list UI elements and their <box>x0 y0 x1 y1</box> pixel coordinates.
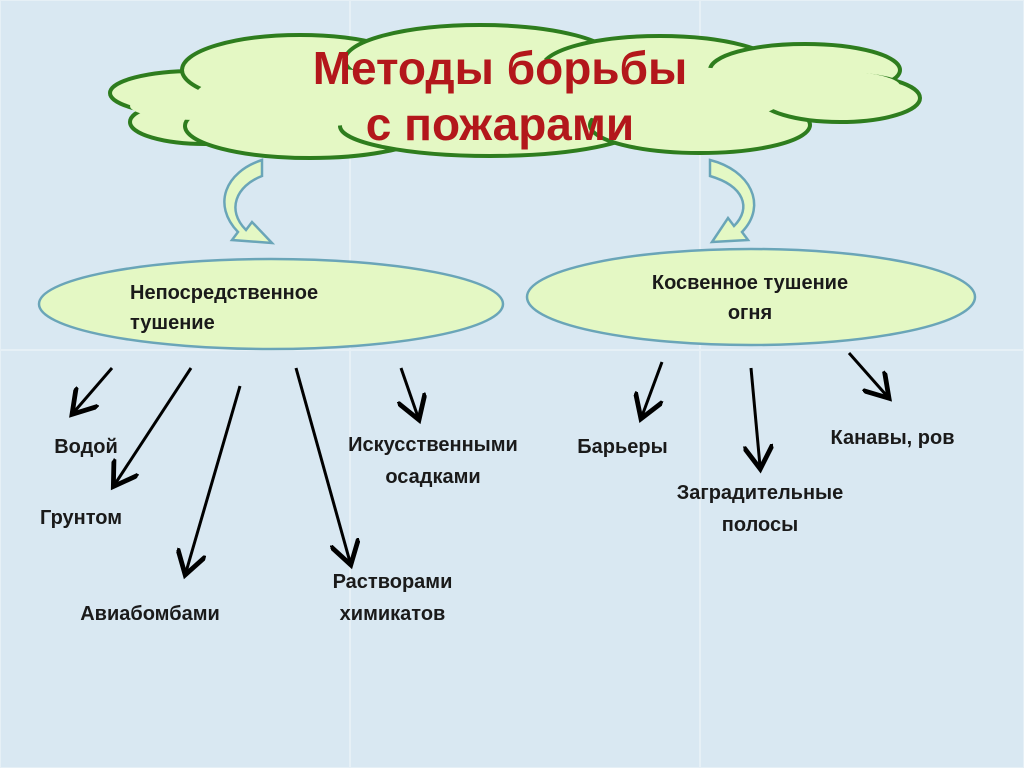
arrow-to-chemicals <box>294 367 350 562</box>
method-chemicals: Растворами химикатов <box>332 571 453 625</box>
arrow-to-soil <box>115 367 193 484</box>
title-cloud <box>108 23 922 160</box>
arrow-to-water <box>74 367 114 412</box>
indirect-oval <box>525 247 977 347</box>
method-water: Водой <box>54 436 118 458</box>
method-ditches: Канавы, ров <box>830 427 955 449</box>
arrow-to-barriers <box>642 361 664 416</box>
direct-oval <box>37 257 505 351</box>
background-tile <box>0 0 350 350</box>
direct-branch-label: Непосредственное тушение <box>130 282 319 334</box>
indirect-branch-label: Косвенное тушение огня <box>651 272 849 324</box>
arrow-to-precipitation <box>401 367 418 417</box>
method-precipitation: Искусственными осадками <box>348 434 518 488</box>
method-bombs: Авиабомбами <box>80 603 220 625</box>
background-tile <box>350 0 700 350</box>
arrow-to-bombs <box>186 385 242 572</box>
method-strips: Заградительные полосы <box>676 482 844 536</box>
method-soil: Грунтом <box>40 507 123 529</box>
connector-arrow-left <box>223 158 276 245</box>
arrow-to-strips <box>751 367 760 466</box>
arrow-to-ditches <box>847 352 887 396</box>
method-barriers: Барьеры <box>577 436 668 458</box>
diagram-title: Методы борьбы с пожарами <box>312 42 688 150</box>
connector-arrow-right <box>708 158 756 244</box>
